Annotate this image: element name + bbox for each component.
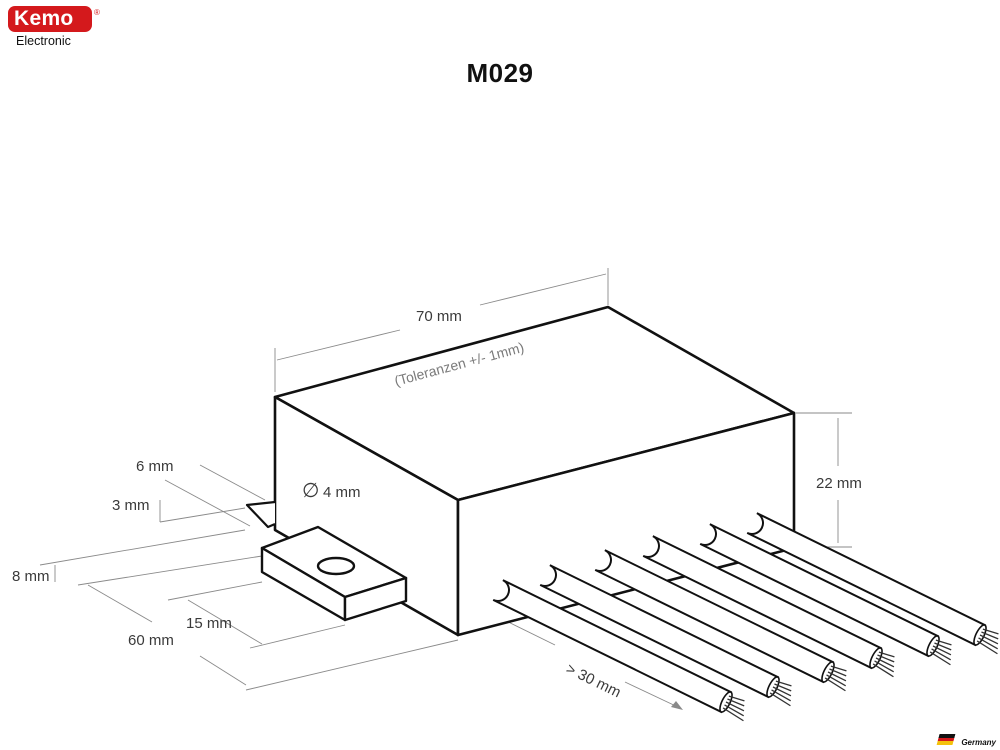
wire-bundle [492,512,999,722]
dim-length-label: 70 mm [416,308,462,325]
wire-strand [981,631,999,640]
wire-strand [722,707,744,722]
wire-insulation [594,549,835,684]
dimension-lines [39,268,852,710]
wire-2 [539,564,792,707]
wire-strand [979,634,999,645]
dim-wire-length-label: > 30 mm [563,660,623,701]
wire-strand [932,645,952,656]
wire-5 [699,523,952,666]
wire-insulation [699,523,940,658]
kemo-logo: Kemo ® Electronic [8,6,100,48]
dim-tab-length-label: 15 mm [186,615,232,632]
dim-tab-thickness-label: 3 mm [112,497,150,514]
wire-3 [594,549,847,692]
dim-tab-height-label: 8 mm [12,568,50,585]
mounting-tab [260,525,408,622]
wire-strand [976,640,998,655]
wire-strand [772,686,792,697]
wire-strand [982,628,999,635]
wire-strand [827,671,847,682]
logo-badge: Kemo [8,6,92,32]
wire-insulation [642,535,883,670]
wire-strand [771,689,792,702]
wire-strand [829,668,847,677]
dim-height-label: 22 mm [816,475,862,492]
german-flag-icon [936,734,956,745]
dim-hole-symbol: ∅ [302,480,319,502]
wire-1 [492,579,745,722]
mounting-hole [316,556,356,576]
wire-strand [774,683,792,692]
wire-strand [724,704,745,717]
wire-strand [775,680,792,687]
dim-width-label: 60 mm [128,632,174,649]
wire-insulation [539,564,780,699]
wire-strand [875,657,895,668]
country-label: Germany [961,738,996,747]
page-title: M029 [466,58,534,88]
wire-strand [935,639,952,646]
made-in-germany-badge: Germany [936,733,996,747]
wire-strand [728,695,745,702]
wire-insulation [492,579,733,714]
wire-strand [934,642,952,651]
logo-brand-name: Kemo [14,7,74,30]
logo-registered-mark: ® [94,8,100,17]
wire-strand [769,692,791,707]
wire-strand [874,660,895,673]
wire-strand [978,637,999,650]
wire-strand [872,663,894,678]
wire-strand [725,701,745,712]
wire-strand [826,674,847,687]
wire-6 [746,512,999,655]
wire-strand [727,698,745,707]
mounting-flange [245,500,276,529]
wire-strand [929,651,951,666]
wire-strand [877,654,895,663]
wire-strand [878,651,895,658]
wire-strand [931,648,952,661]
tab-front [343,576,408,622]
wire-strand [824,677,846,692]
dim-tab-offset-label: 6 mm [136,458,174,475]
logo-subtitle: Electronic [16,34,71,48]
wire-insulation [746,512,987,647]
wire-4 [642,535,895,678]
dim-hole-label: 4 mm [323,484,361,501]
module-housing [273,305,796,637]
wire-strand [830,665,847,672]
